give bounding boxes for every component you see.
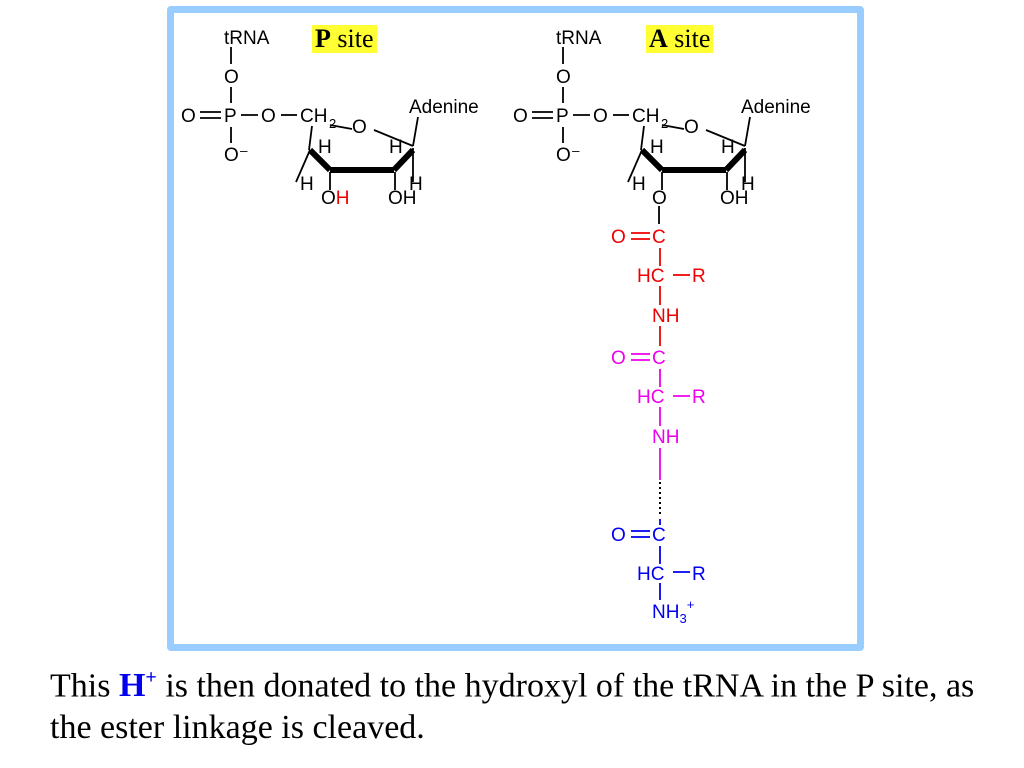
ring-h-lower-left: H	[632, 174, 646, 195]
phosphate-oxygen-minus: O⁻	[556, 145, 581, 166]
phosphate-oxygen-top: O	[556, 67, 571, 88]
ring-h-left: H	[318, 137, 332, 158]
methylene-subscript: 2	[661, 116, 668, 131]
carbonyl-oxygen: O	[611, 227, 626, 248]
side-chain-r: R	[692, 266, 706, 287]
p-site-molecule: tRNA O O P O O⁻ CH 2 O Adenine H H H H O…	[181, 28, 479, 209]
terminal-amine: NH3+	[652, 597, 694, 626]
residue-3: O C HC R NH3+	[611, 519, 706, 626]
trna-label: tRNA	[556, 28, 602, 49]
phosphorus-atom: P	[556, 106, 569, 127]
hplus-highlight: H+	[118, 667, 157, 705]
carbonyl-oxygen: O	[611, 525, 626, 546]
ring-h-right: H	[389, 137, 403, 158]
hydroxyl-2-prime: OH	[720, 188, 749, 209]
carbonyl-carbon: C	[652, 525, 666, 546]
ring-oxygen: O	[352, 117, 367, 138]
side-chain-r: R	[692, 387, 706, 408]
p-site-label: P site	[312, 25, 377, 53]
adenine-label: Adenine	[409, 97, 479, 118]
a-site-label: A site	[646, 25, 714, 53]
residue-2: O C HC R NH	[611, 348, 706, 480]
side-chain-r: R	[692, 564, 706, 585]
phosphorus-atom: P	[224, 106, 237, 127]
a-site-molecule: tRNA O O P O O⁻ CH 2 O Adenine H H H H O…	[513, 28, 811, 224]
hydroxyl-2-prime: OH	[388, 188, 417, 209]
ring-h-right: H	[721, 137, 735, 158]
carbonyl-carbon: C	[652, 348, 666, 369]
phosphate-oxygen-ester: O	[261, 106, 276, 127]
ring-oxygen: O	[684, 117, 699, 138]
phosphate-oxygen-top: O	[224, 67, 239, 88]
hydroxyl-3-prime: OH	[321, 188, 350, 209]
caption-text: This H+ is then donated to the hydroxyl …	[50, 667, 975, 747]
trna-label: tRNA	[224, 28, 270, 49]
ring-h-lower-right: H	[409, 174, 423, 195]
alpha-carbon: HC	[637, 564, 664, 585]
hydroxyl-h-highlight: H	[336, 188, 350, 209]
phosphate-oxygen-double: O	[181, 106, 196, 127]
carbonyl-carbon: C	[652, 227, 666, 248]
amide-nh: NH	[652, 306, 679, 327]
ring-h-lower-right: H	[741, 174, 755, 195]
methylene-subscript: 2	[329, 116, 336, 131]
phosphate-oxygen-double: O	[513, 106, 528, 127]
figure-frame	[167, 6, 864, 651]
phosphate-oxygen-minus: O⁻	[224, 145, 249, 166]
ring-h-left: H	[650, 137, 664, 158]
ester-oxygen: O	[652, 188, 667, 209]
alpha-carbon: HC	[637, 266, 664, 287]
alpha-carbon: HC	[637, 387, 664, 408]
methylene-ch: CH	[632, 106, 659, 127]
phosphate-oxygen-ester: O	[593, 106, 608, 127]
carbonyl-oxygen: O	[611, 348, 626, 369]
amide-nh: NH	[652, 427, 679, 448]
adenine-label: Adenine	[741, 97, 811, 118]
ring-h-lower-left: H	[300, 174, 314, 195]
residue-1: O C HC R NH	[611, 227, 706, 346]
methylene-ch: CH	[300, 106, 327, 127]
